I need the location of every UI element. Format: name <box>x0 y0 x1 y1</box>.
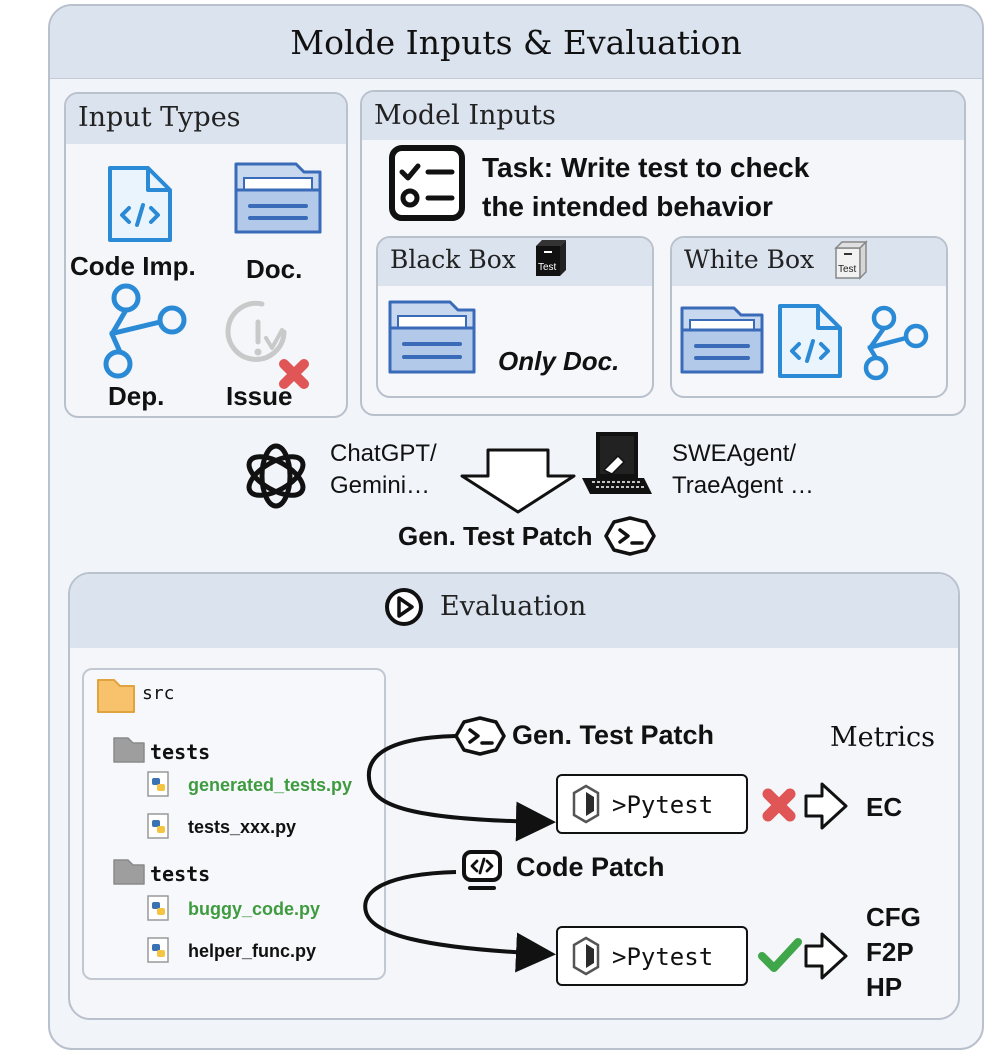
shell-badge-icon <box>572 784 600 824</box>
terminal-prompt-icon <box>604 516 656 556</box>
pytest-label-1: >Pytest <box>612 791 714 819</box>
issue-icon <box>225 300 287 362</box>
evaluation-title: Evaluation <box>440 591 587 622</box>
black-box-badge: Test <box>538 262 557 273</box>
metric-ec: EC <box>866 792 903 822</box>
white-box-code-icon <box>778 304 842 378</box>
white-box-badge: Test <box>838 264 857 275</box>
llm-label-line-1: ChatGPT/ <box>330 440 437 467</box>
issue-cross-icon <box>279 359 309 389</box>
metric-cfg: CFG <box>866 902 921 932</box>
file-tree-panel <box>82 668 386 980</box>
dependency-icon <box>103 283 187 379</box>
doc-folder-icon <box>234 162 322 234</box>
main-title: Molde Inputs & Evaluation <box>290 23 742 62</box>
white-box-cube-icon <box>834 240 868 280</box>
white-box-doc-icon <box>680 306 764 374</box>
checklist-icon <box>389 145 465 221</box>
eval-code-patch-label: Code Patch <box>516 852 665 882</box>
gen-test-patch-label: Gen. Test Patch <box>398 521 593 551</box>
issue-label: Issue <box>226 381 293 411</box>
agent-terminal-icon <box>582 432 652 494</box>
tree-folder-2-label: tests <box>150 862 211 886</box>
shell-badge-icon <box>572 936 600 976</box>
black-box-doc-icon <box>388 300 476 374</box>
doc-label: Doc. <box>246 254 303 284</box>
python-file-icon <box>147 895 169 921</box>
black-box-header <box>378 238 652 286</box>
title-bar <box>50 6 982 79</box>
model-inputs-title: Model Inputs <box>374 100 556 131</box>
agent-label-line-2: TraeAgent … <box>672 472 814 499</box>
metric-f2p: F2P <box>866 937 914 967</box>
tree-file-helper-func: helper_func.py <box>188 941 317 961</box>
python-file-icon <box>147 937 169 963</box>
tree-file-buggy-code: buggy_code.py <box>188 899 321 919</box>
fail-cross-icon <box>762 788 796 822</box>
terminal-prompt-icon <box>454 716 506 756</box>
pass-check-icon <box>758 938 802 972</box>
metrics-title: Metrics <box>830 722 935 753</box>
task-line-2: the intended behavior <box>482 191 773 222</box>
result-arrow-1 <box>804 782 848 830</box>
tests-folder-icon <box>113 737 145 763</box>
input-types-title: Input Types <box>78 102 241 133</box>
code-file-icon <box>108 166 172 242</box>
eval-gen-test-patch-label: Gen. Test Patch <box>512 720 715 750</box>
tree-file-generated-tests: generated_tests.py <box>188 775 353 795</box>
llm-label-line-2: Gemini… <box>330 472 431 499</box>
python-file-icon <box>147 813 169 839</box>
python-file-icon <box>147 771 169 797</box>
pytest-label-2: >Pytest <box>612 943 714 971</box>
dep-label: Dep. <box>108 381 165 411</box>
black-box-cube-icon <box>536 240 566 276</box>
white-box-header <box>672 238 946 286</box>
result-arrow-2 <box>804 932 848 980</box>
tree-root-label: src <box>142 683 175 704</box>
src-folder-icon <box>97 679 135 713</box>
test-patch-connector <box>366 734 556 842</box>
evaluation-header <box>70 574 958 648</box>
code-patch-connector <box>363 870 556 973</box>
code-monitor-icon <box>462 850 502 890</box>
code-imp-label: Code Imp. <box>70 251 196 281</box>
task-line-1: Task: Write test to check <box>482 152 810 183</box>
generation-arrow <box>460 448 576 514</box>
metric-hp: HP <box>866 972 903 1002</box>
agent-label-line-1: SWEAgent/ <box>672 440 797 467</box>
only-doc-label: Only Doc. <box>498 346 620 376</box>
chatgpt-logo-icon <box>246 443 306 509</box>
tree-folder-1-label: tests <box>150 740 211 764</box>
white-box-dep-icon <box>863 305 929 381</box>
model-inputs-header <box>362 92 964 140</box>
tree-file-tests-xxx: tests_xxx.py <box>188 817 297 837</box>
tests-folder-icon <box>113 859 145 885</box>
input-types-header <box>66 94 346 144</box>
white-box-title: White Box <box>684 245 815 274</box>
black-box-title: Black Box <box>390 245 516 274</box>
play-circle-icon <box>385 588 423 626</box>
